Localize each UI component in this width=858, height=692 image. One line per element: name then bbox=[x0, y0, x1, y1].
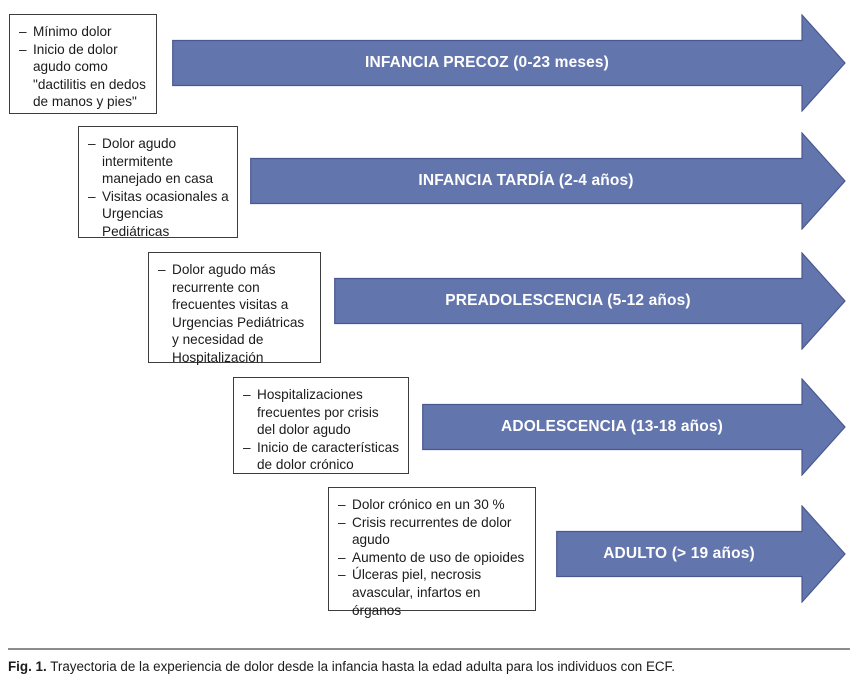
arrow-shape-icon bbox=[334, 252, 846, 350]
arrow-adolescencia: ADOLESCENCIA (13-18 años) bbox=[422, 378, 846, 476]
callout-box-infancia-precoz: –Mínimo dolor –Inicio de dolor agudo com… bbox=[9, 14, 157, 114]
bullet-dash-icon: – bbox=[19, 41, 27, 57]
bullet-list: –Mínimo dolor –Inicio de dolor agudo com… bbox=[19, 23, 148, 111]
bullet-text: Crisis recurrentes de dolor agudo bbox=[352, 514, 512, 548]
bullet-text: Úlceras piel, necrosis avascular, infart… bbox=[352, 567, 482, 618]
bullet-text: Inicio de características de dolor cróni… bbox=[257, 439, 400, 473]
list-item: –Dolor agudo más recurrente con frecuent… bbox=[158, 261, 312, 367]
caption-label: Fig. 1. bbox=[8, 659, 47, 674]
arrow-preadolescencia: PREADOLESCENCIA (5-12 años) bbox=[334, 252, 846, 350]
bullet-text: Dolor agudo intermitente manejado en cas… bbox=[102, 136, 214, 187]
list-item: –Mínimo dolor bbox=[19, 23, 148, 41]
list-item: –Hospitalizaciones frecuentes por crisis… bbox=[243, 386, 400, 439]
arrow-adulto: ADULTO (> 19 años) bbox=[556, 505, 846, 603]
arrow-infancia-tardia: INFANCIA TARDÍA (2-4 años) bbox=[250, 132, 846, 230]
arrow-shape-icon bbox=[172, 14, 846, 112]
bullet-list: –Dolor crónico en un 30 % –Crisis recurr… bbox=[338, 496, 527, 619]
bullet-text: Dolor crónico en un 30 % bbox=[352, 497, 505, 512]
list-item: –Inicio de características de dolor crón… bbox=[243, 439, 400, 474]
bullet-text: Mínimo dolor bbox=[33, 24, 112, 39]
list-item: –Úlceras piel, necrosis avascular, infar… bbox=[338, 566, 527, 619]
bullet-dash-icon: – bbox=[338, 497, 346, 512]
callout-box-preadolescencia: –Dolor agudo más recurrente con frecuent… bbox=[148, 252, 321, 365]
bullet-dash-icon: – bbox=[243, 439, 251, 455]
bullet-list: –Dolor agudo intermitente manejado en ca… bbox=[88, 135, 229, 241]
callout-box-adolescencia: –Hospitalizaciones frecuentes por crisis… bbox=[233, 377, 409, 474]
arrow-infancia-precoz: INFANCIA PRECOZ (0-23 meses) bbox=[172, 14, 846, 112]
list-item: –Crisis recurrentes de dolor agudo bbox=[338, 514, 527, 549]
bullet-dash-icon: – bbox=[19, 24, 27, 39]
callout-box-adulto: –Dolor crónico en un 30 % –Crisis recurr… bbox=[328, 487, 536, 618]
bullet-dash-icon: – bbox=[338, 567, 346, 583]
arrow-shape-icon bbox=[556, 505, 846, 603]
list-item: –Aumento de uso de opioides bbox=[338, 549, 527, 567]
caption-divider bbox=[8, 648, 850, 650]
bullet-text: Hospitalizaciones frecuentes por crisis … bbox=[257, 387, 379, 438]
list-item: –Visitas ocasionales a Urgencias Pediátr… bbox=[88, 188, 229, 241]
list-item: –Dolor agudo intermitente manejado en ca… bbox=[88, 135, 229, 188]
bullet-dash-icon: – bbox=[338, 514, 346, 530]
callout-box-infancia-tardia: –Dolor agudo intermitente manejado en ca… bbox=[78, 126, 238, 241]
figure-caption: Fig. 1. Trayectoria de la experiencia de… bbox=[8, 658, 852, 676]
bullet-text: Aumento de uso de opioides bbox=[352, 549, 525, 565]
bullet-dash-icon: – bbox=[243, 387, 251, 402]
bullet-dash-icon: – bbox=[158, 262, 166, 277]
diagram-stage: INFANCIA PRECOZ (0-23 meses) INFANCIA TA… bbox=[9, 14, 846, 618]
bullet-text: Dolor agudo más recurrente con frecuente… bbox=[172, 262, 305, 365]
bullet-text: Inicio de dolor agudo como "dactilitis e… bbox=[33, 41, 146, 110]
list-item: –Inicio de dolor agudo como "dactilitis … bbox=[19, 41, 148, 111]
bullet-list: –Dolor agudo más recurrente con frecuent… bbox=[158, 261, 312, 367]
bullet-dash-icon: – bbox=[88, 188, 96, 204]
arrow-shape-icon bbox=[422, 378, 846, 476]
bullet-text: Visitas ocasionales a Urgencias Pediátri… bbox=[102, 188, 229, 239]
bullet-list: –Hospitalizaciones frecuentes por crisis… bbox=[243, 386, 400, 474]
list-item: –Dolor crónico en un 30 % bbox=[338, 496, 527, 514]
caption-text: Trayectoria de la experiencia de dolor d… bbox=[50, 659, 675, 674]
arrow-shape-icon bbox=[250, 132, 846, 230]
bullet-dash-icon: – bbox=[338, 549, 346, 565]
bullet-dash-icon: – bbox=[88, 136, 96, 151]
